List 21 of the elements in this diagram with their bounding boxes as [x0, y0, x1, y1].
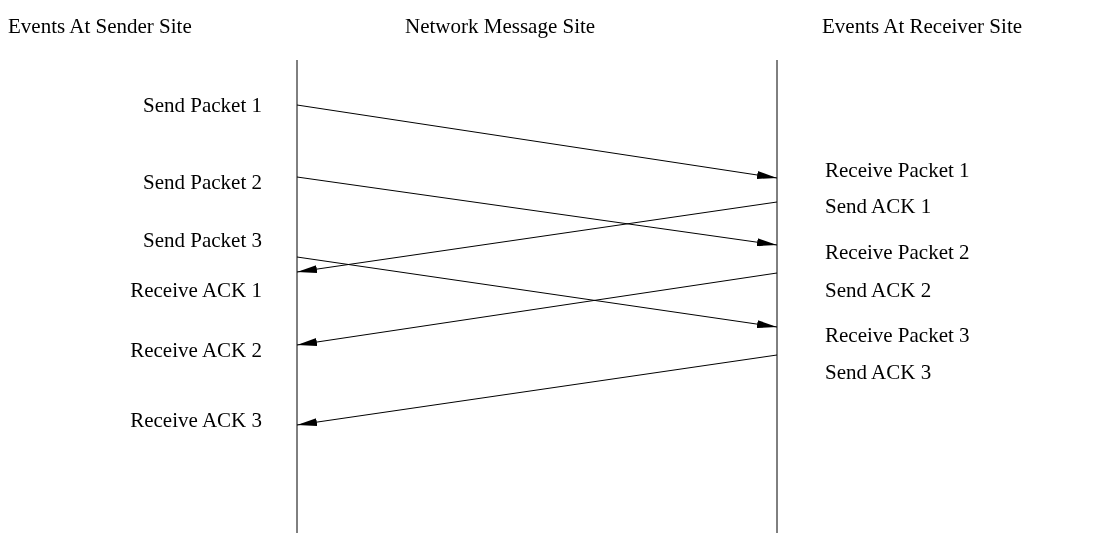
column-heading: Events At Receiver Site — [822, 14, 1023, 38]
message-arrow — [296, 176, 778, 247]
message-arrow — [296, 256, 778, 329]
message-arrow — [296, 104, 778, 179]
event-label: Receive Packet 1 — [777, 152, 1097, 188]
column-heading: Events At Sender Site — [8, 14, 192, 38]
event-label: Send Packet 3 — [60, 222, 297, 258]
event-label: Receive Packet 3 — [777, 317, 1097, 353]
event-label: Send ACK 3 — [777, 354, 1097, 390]
event-label: Send ACK 2 — [777, 272, 1097, 308]
event-label: Receive ACK 3 — [60, 402, 297, 438]
event-label: Receive ACK 2 — [60, 332, 297, 368]
event-label: Send Packet 1 — [60, 87, 297, 123]
event-label: Receive Packet 2 — [777, 234, 1097, 270]
column-heading: Network Message Site — [405, 14, 596, 38]
event-label: Send Packet 2 — [60, 164, 297, 200]
message-arrow — [296, 272, 778, 346]
message-arrow — [296, 201, 778, 274]
message-arrow — [296, 354, 778, 427]
event-label: Send ACK 1 — [777, 188, 1097, 224]
event-label: Receive ACK 1 — [60, 272, 297, 308]
